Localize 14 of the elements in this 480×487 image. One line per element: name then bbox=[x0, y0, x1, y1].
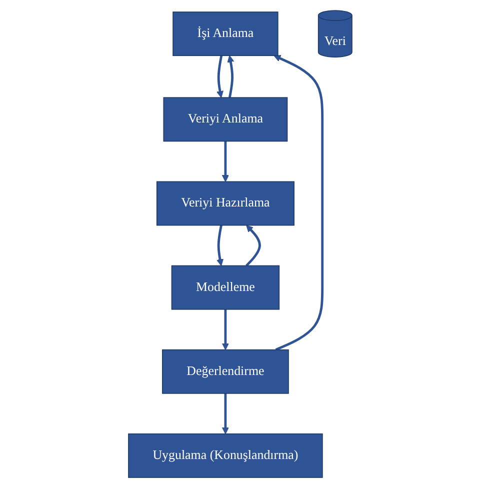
arrow bbox=[216, 224, 224, 266]
arrow bbox=[222, 140, 229, 182]
arrow bbox=[226, 54, 234, 98]
node-box: Veriyi Hazırlama bbox=[156, 180, 294, 226]
node-box: Modelleme bbox=[171, 264, 280, 310]
arrow bbox=[245, 224, 261, 266]
arrow bbox=[222, 308, 229, 350]
arrow bbox=[216, 54, 224, 98]
node-box: Uygulama (Konuşlandırma) bbox=[128, 432, 323, 478]
node-box: Değerlendirme bbox=[162, 348, 289, 394]
arrow bbox=[273, 54, 324, 350]
arrow bbox=[222, 392, 229, 434]
node-box: Veriyi Anlama bbox=[163, 96, 288, 142]
node-box: İşi Anlama bbox=[172, 11, 278, 56]
